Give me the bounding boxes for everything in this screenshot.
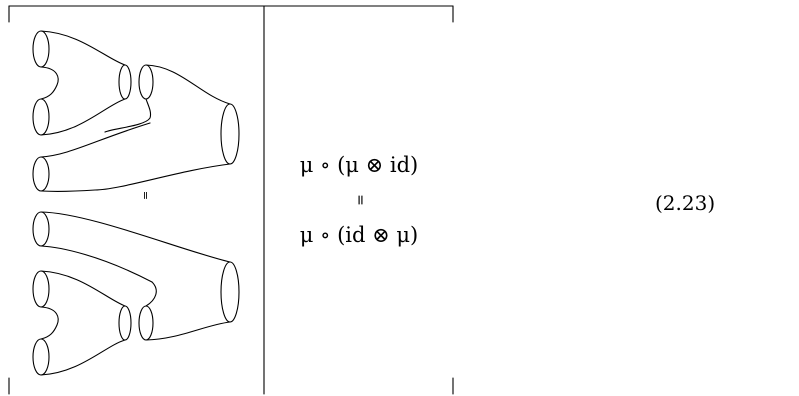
formula-mu-of-id-tensor-mu: μ ∘ (id ⊗ μ) bbox=[299, 223, 419, 247]
cobordism-bottom bbox=[32, 211, 240, 376]
equation-number: (2.23) bbox=[655, 191, 716, 215]
pants-inner-bottom bbox=[32, 270, 132, 376]
pictures-equals-sign: = bbox=[139, 190, 153, 201]
identity-tube-top bbox=[32, 122, 151, 192]
pants-inner-top bbox=[32, 30, 132, 136]
cobordism-top bbox=[32, 30, 240, 192]
frame bbox=[8, 5, 454, 395]
identity-tube-bottom bbox=[32, 211, 231, 283]
formula-equals-sign: = bbox=[351, 194, 368, 206]
pants-outer-top bbox=[94, 64, 240, 191]
formula-mu-of-mu-tensor-id: μ ∘ (μ ⊗ id) bbox=[299, 153, 419, 177]
pants-outer-bottom bbox=[138, 261, 240, 341]
